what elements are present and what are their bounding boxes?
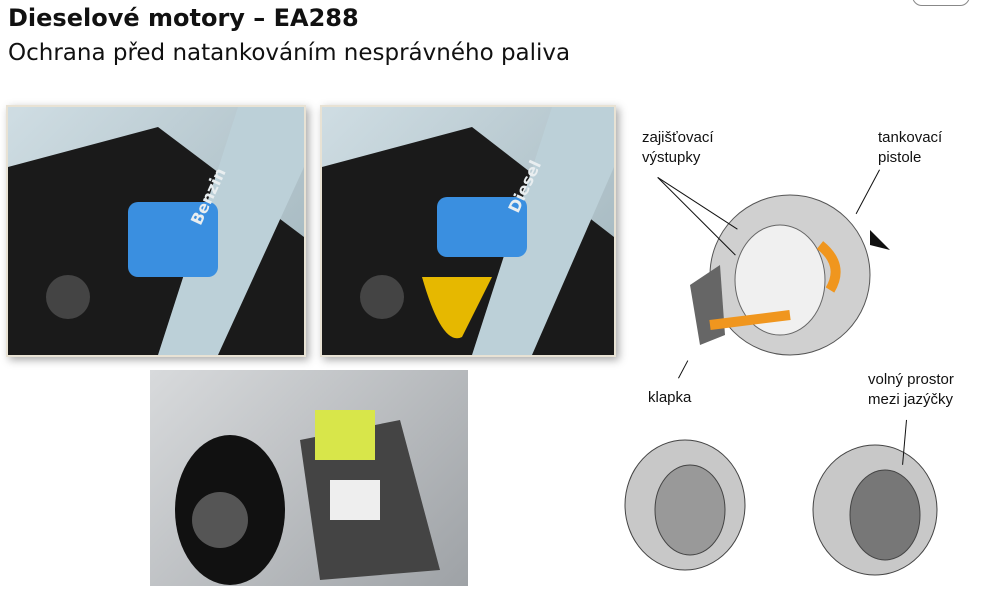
label-free-space: volný prostor mezi jazýčky: [868, 371, 954, 408]
label-flap: klapka: [648, 389, 692, 406]
diesel-nozzle-illustration: [322, 107, 614, 355]
petrol-nozzle-image: Benzin: [6, 105, 306, 357]
slide-tab: [912, 0, 970, 6]
page-title: Dieselové motory – EA288: [8, 4, 359, 32]
fuel-flap-illustration: [175, 410, 440, 585]
filler-neck-open-diagram: [812, 444, 938, 576]
filler-neck-closed-diagram: [624, 439, 746, 571]
label-locking-tabs: zajišťovací výstupky: [642, 129, 714, 166]
filler-neck-diagram: [690, 194, 890, 356]
fuel-flap-photo: [150, 370, 468, 586]
diesel-nozzle-image: Diesel: [320, 105, 616, 357]
page-subtitle: Ochrana před natankováním nesprávného pa…: [8, 40, 571, 66]
petrol-nozzle-illustration: [8, 107, 304, 355]
label-nozzle: tankovací pistole: [878, 129, 943, 166]
